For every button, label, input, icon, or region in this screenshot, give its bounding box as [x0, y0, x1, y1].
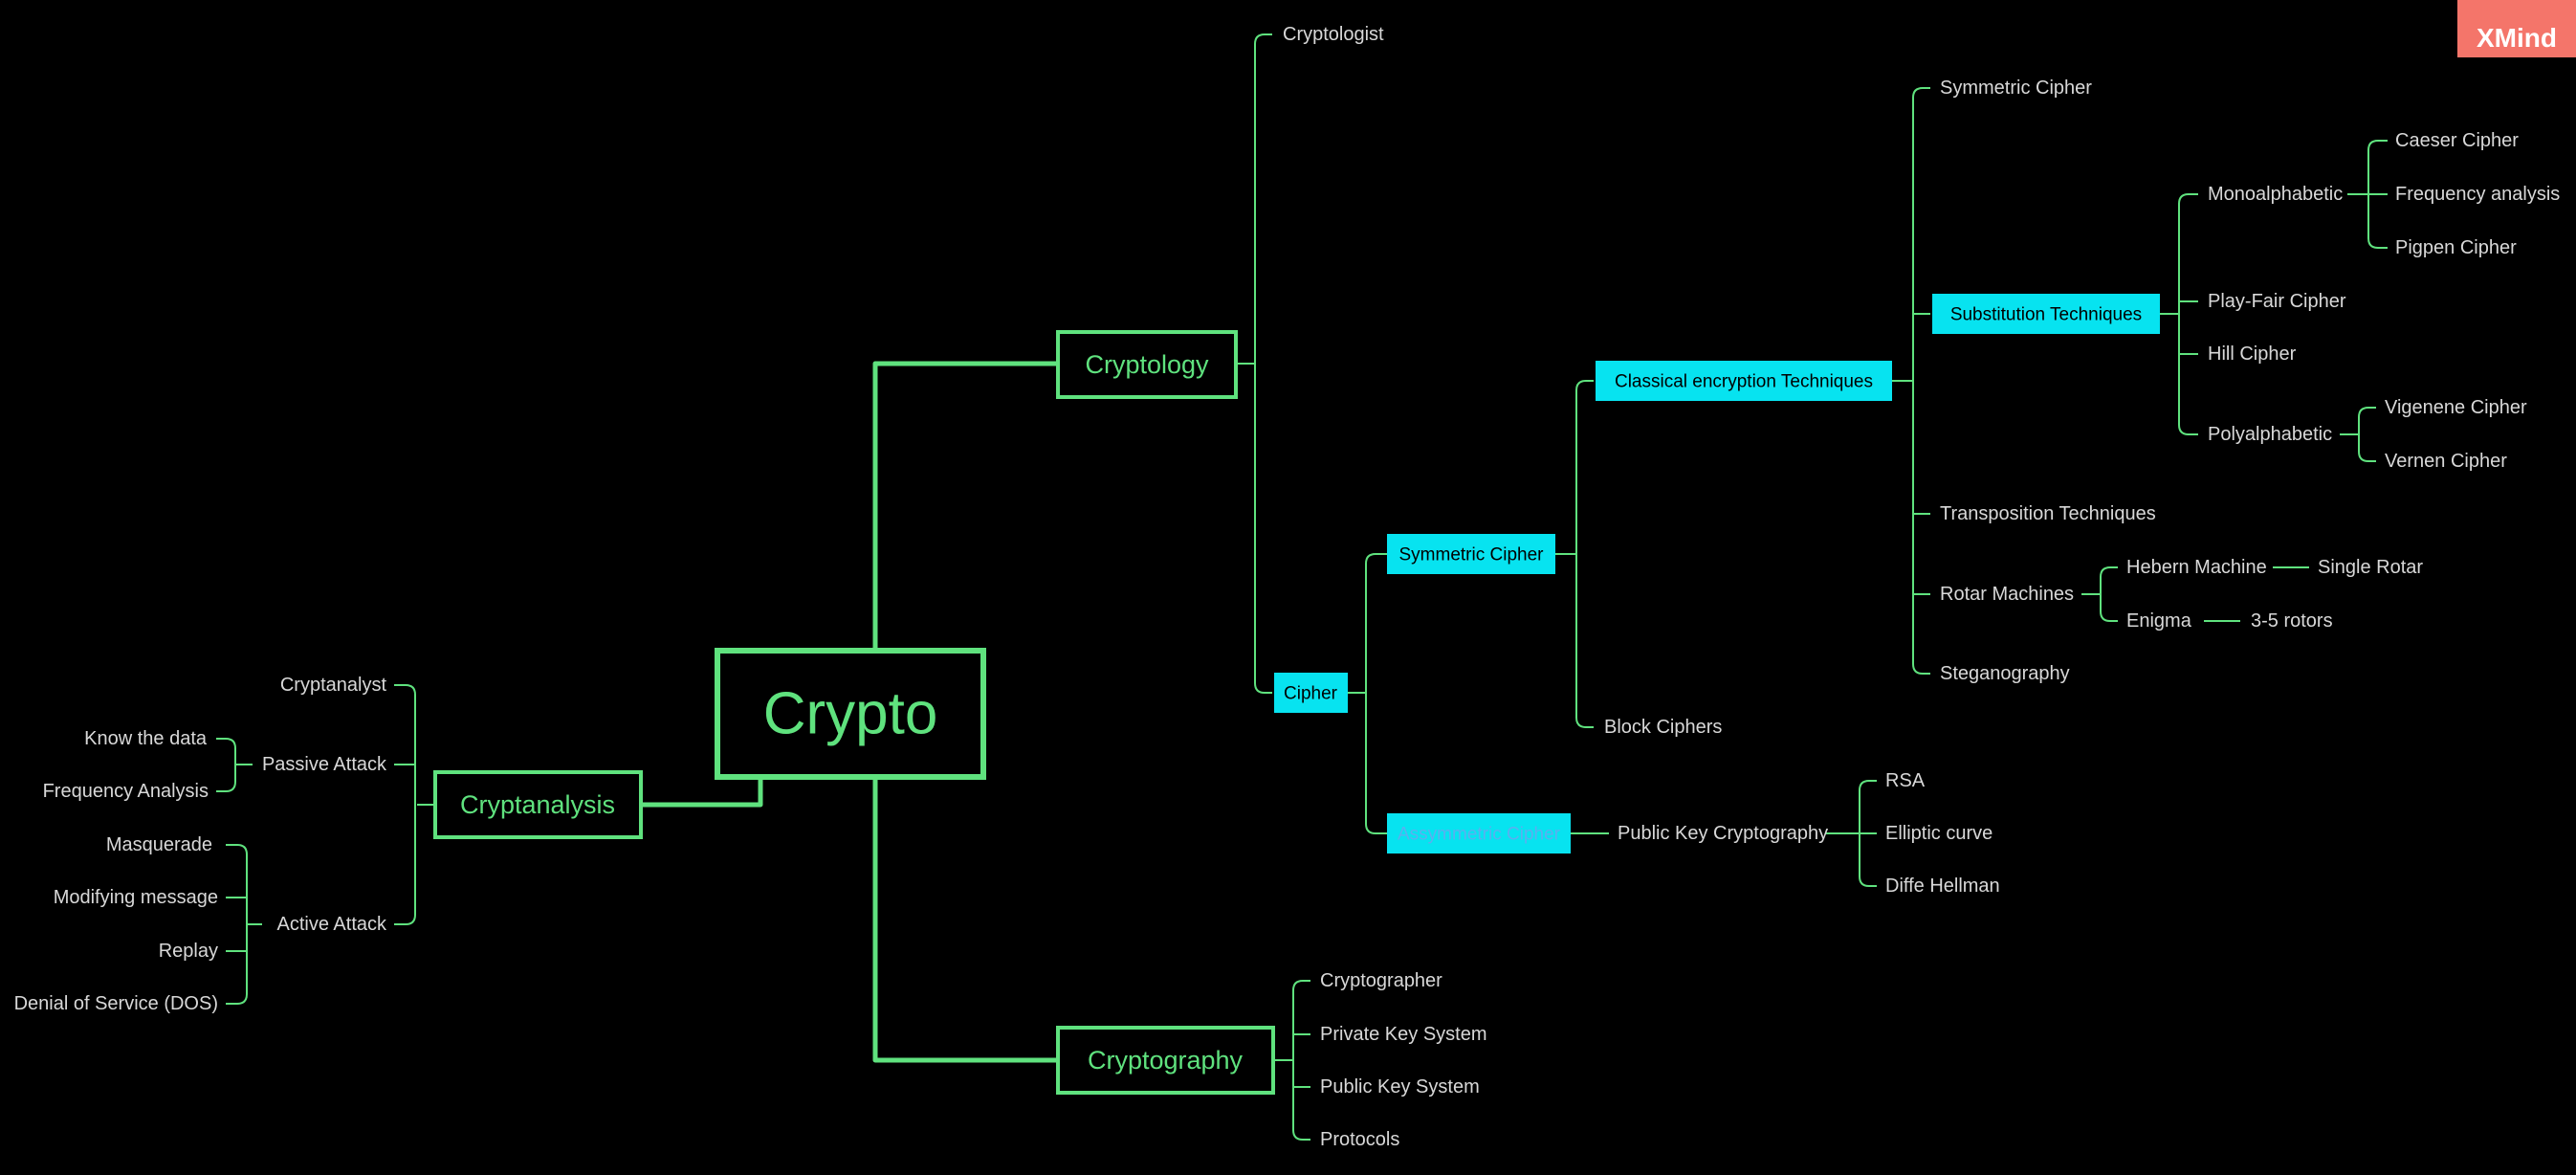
topic-play-fair-cipher[interactable]: Play-Fair Cipher	[2208, 291, 2346, 312]
topic-modifying-message[interactable]: Modifying message	[54, 887, 218, 908]
topic-rotor-machines[interactable]: Rotar Machines	[1940, 584, 2074, 605]
topic-replay[interactable]: Replay	[159, 941, 218, 962]
topic-public-key-cryptography[interactable]: Public Key Cryptography	[1618, 823, 1828, 844]
topic-assymmetric-label: Assymmetric Cipher	[1398, 825, 1561, 845]
topic-vigenene-cipher[interactable]: Vigenene Cipher	[2385, 397, 2527, 418]
topic-symmetric-cipher-classical[interactable]: Symmetric Cipher	[1940, 78, 2092, 99]
topic-public-key-system[interactable]: Public Key System	[1320, 1076, 1480, 1097]
topic-monoalphabetic[interactable]: Monoalphabetic	[2208, 184, 2343, 205]
topic-symmetric-cipher-label: Symmetric Cipher	[1399, 545, 1545, 565]
topic-transposition-techniques[interactable]: Transposition Techniques	[1940, 503, 2156, 524]
root-topic-crypto[interactable]: Crypto	[715, 648, 986, 780]
topic-frequency-analysis[interactable]: Frequency analysis	[2395, 184, 2560, 205]
topic-private-key-system[interactable]: Private Key System	[1320, 1024, 1487, 1045]
topic-classical-encryption-techniques[interactable]: Classical encryption Techniques	[1596, 361, 1892, 401]
topic-denial-of-service[interactable]: Denial of Service (DOS)	[14, 993, 218, 1014]
topic-hill-cipher[interactable]: Hill Cipher	[2208, 344, 2297, 365]
xmind-logo: XMind	[2457, 0, 2576, 57]
topic-pigpen-cipher[interactable]: Pigpen Cipher	[2395, 237, 2517, 258]
topic-cryptology-label: Cryptology	[1085, 350, 1209, 379]
topic-cipher-label: Cipher	[1284, 684, 1338, 704]
topic-3-5-rotors[interactable]: 3-5 rotors	[2251, 610, 2333, 632]
topic-cryptanalyst[interactable]: Cryptanalyst	[280, 675, 387, 696]
topic-classical-label: Classical encryption Techniques	[1615, 372, 1873, 392]
topic-rsa[interactable]: RSA	[1885, 770, 1926, 791]
topic-protocols[interactable]: Protocols	[1320, 1129, 1399, 1150]
topic-diffe-hellman[interactable]: Diffe Hellman	[1885, 876, 2000, 897]
topic-masquerade[interactable]: Masquerade	[106, 834, 212, 855]
topic-block-ciphers[interactable]: Block Ciphers	[1604, 717, 1722, 738]
topic-steganography[interactable]: Steganography	[1940, 663, 2070, 684]
topic-substitution-label: Substitution Techniques	[1950, 305, 2142, 325]
topic-symmetric-cipher[interactable]: Symmetric Cipher	[1387, 534, 1555, 574]
topic-frequency-analysis-passive[interactable]: Frequency Analysis	[43, 781, 209, 802]
topic-know-the-data[interactable]: Know the data	[84, 728, 208, 749]
connector-lines	[216, 33, 2388, 1141]
topic-substitution-techniques[interactable]: Substitution Techniques	[1932, 294, 2160, 334]
topic-cipher[interactable]: Cipher	[1274, 673, 1348, 713]
topic-caeser-cipher[interactable]: Caeser Cipher	[2395, 130, 2519, 151]
topic-enigma[interactable]: Enigma	[2126, 610, 2192, 632]
root-topic-label: Crypto	[763, 681, 938, 747]
topic-hebern-machine[interactable]: Hebern Machine	[2126, 557, 2267, 578]
topic-active-attack[interactable]: Active Attack	[277, 914, 387, 935]
topic-passive-attack[interactable]: Passive Attack	[262, 754, 387, 775]
topic-cryptanalysis[interactable]: Cryptanalysis	[433, 770, 643, 839]
topic-cryptologist[interactable]: Cryptologist	[1283, 24, 1384, 45]
topic-elliptic-curve[interactable]: Elliptic curve	[1885, 823, 1993, 844]
topic-single-rotar[interactable]: Single Rotar	[2318, 557, 2423, 578]
topic-cryptography-label: Cryptography	[1088, 1046, 1244, 1075]
topic-cryptography[interactable]: Cryptography	[1056, 1026, 1275, 1095]
topic-cryptographer[interactable]: Cryptographer	[1320, 970, 1442, 991]
topic-cryptanalysis-label: Cryptanalysis	[460, 790, 615, 819]
topic-cryptology[interactable]: Cryptology	[1056, 330, 1238, 399]
topic-vernen-cipher[interactable]: Vernen Cipher	[2385, 451, 2507, 472]
brand-label: XMind	[2477, 23, 2557, 53]
topic-polyalphabetic[interactable]: Polyalphabetic	[2208, 424, 2332, 445]
topic-assymmetric-cipher[interactable]: Assymmetric Cipher	[1387, 813, 1571, 854]
